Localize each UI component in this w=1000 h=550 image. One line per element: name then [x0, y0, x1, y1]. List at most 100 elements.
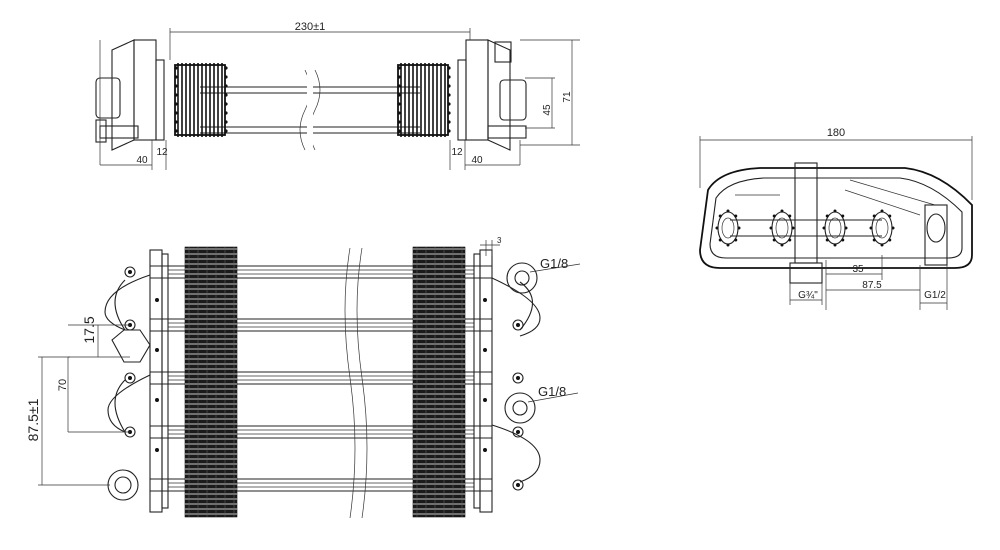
break-mark	[344, 247, 356, 519]
fin-dot	[447, 111, 451, 115]
right-lower-port-inner	[512, 400, 528, 416]
side-tube-dot	[788, 238, 792, 242]
fin-dot	[174, 120, 178, 124]
dim-port-right: G1/2	[924, 290, 946, 301]
side-tube-dot	[841, 214, 845, 218]
dim-overall-length: 230±1	[295, 21, 326, 33]
fin-dot	[447, 93, 451, 97]
dim-height-inner: 45	[542, 104, 553, 116]
left-ring-fitting	[107, 469, 139, 501]
front-left-plate-inner	[161, 253, 169, 509]
side-tube-dot	[791, 226, 795, 230]
fin-dot	[397, 84, 401, 88]
plate-rivet	[155, 298, 159, 302]
fin-dot	[174, 102, 178, 106]
dim-offset-b: 87.5	[862, 280, 882, 291]
label-port-lower: G1/8	[538, 384, 566, 399]
fin-dot	[174, 129, 178, 133]
fin-dot	[397, 93, 401, 97]
side-tube-dot	[780, 209, 784, 213]
side-tube-circle-inner	[875, 217, 889, 239]
fin-dot	[224, 102, 228, 106]
side-tube-dot	[844, 226, 848, 230]
side-tube-dot	[715, 226, 719, 230]
front-left-fin-pack	[184, 246, 238, 518]
dim-pitch-mid: 70	[57, 379, 69, 391]
side-housing-outline	[699, 167, 973, 269]
side-tube-dot	[718, 238, 722, 242]
plate-rivet	[483, 398, 487, 402]
side-tube-dot	[769, 226, 773, 230]
side-tube-group	[715, 209, 895, 247]
left-ring-inner	[114, 476, 132, 494]
fin-dot	[224, 129, 228, 133]
knob-center	[516, 430, 520, 434]
side-tube-dot	[891, 226, 895, 230]
front-right-fin-pack	[412, 246, 466, 518]
side-tube-dot	[780, 243, 784, 247]
side-port-left-fitting	[789, 262, 823, 284]
side-tube-dot	[772, 238, 776, 242]
fin-dot	[224, 66, 228, 70]
left-header-plate	[133, 39, 157, 141]
side-tube-circle-inner	[721, 217, 735, 239]
dim-pitch-small: 17.5	[81, 316, 97, 343]
side-tube-dot	[880, 209, 884, 213]
fin-dot	[174, 66, 178, 70]
knob	[512, 479, 524, 491]
knob-center	[128, 270, 132, 274]
side-housing-inner	[709, 177, 963, 259]
side-port-right	[924, 204, 948, 266]
side-tube-dot	[888, 238, 892, 242]
fin-dot	[174, 93, 178, 97]
fin-dot	[397, 102, 401, 106]
side-view: 180 35 87.5 G¾" G1/2	[699, 127, 973, 310]
right-header-plate	[465, 39, 489, 141]
right-lower-port	[504, 392, 536, 424]
front-fin-detail	[185, 247, 465, 517]
side-tube-dot	[822, 226, 826, 230]
knob	[124, 266, 136, 278]
left-return-bend	[114, 279, 126, 331]
fin-dot	[397, 66, 401, 70]
fin-dot	[224, 93, 228, 97]
knob-center	[516, 323, 520, 327]
dim-port-left: G¾"	[798, 290, 818, 301]
side-tube-dot	[872, 214, 876, 218]
side-tube-circle-inner	[828, 217, 842, 239]
left-fin-pack	[174, 63, 228, 137]
leader-line	[529, 263, 581, 273]
side-tube-dot	[718, 214, 722, 218]
fin-dot	[174, 84, 178, 88]
fin-dot	[224, 111, 228, 115]
side-tube-dot	[841, 238, 845, 242]
left-fin-block	[174, 64, 226, 136]
dim-pitch-large: 87.5±1	[25, 398, 41, 441]
left-collector	[111, 39, 135, 151]
left-return-bend	[104, 274, 151, 331]
left-bracket	[95, 119, 107, 143]
fin-dot	[447, 129, 451, 133]
side-tube-dot	[726, 209, 730, 213]
dim-left-offset: 40	[136, 155, 148, 166]
fin-dot	[397, 75, 401, 79]
side-tube-dot	[825, 238, 829, 242]
right-bracket	[487, 125, 527, 139]
side-tube-dot	[726, 243, 730, 247]
side-rib	[849, 179, 936, 206]
right-return-bend	[491, 424, 541, 483]
fin-dot	[447, 102, 451, 106]
fin-dot	[447, 66, 451, 70]
plate-rivet	[483, 348, 487, 352]
knob-center	[128, 376, 132, 380]
plate-rivet	[483, 298, 487, 302]
side-tube-dot	[833, 209, 837, 213]
side-rib	[844, 189, 921, 216]
fin-dot	[447, 84, 451, 88]
leader-line	[527, 392, 579, 403]
left-hex-nut	[95, 77, 121, 119]
side-tube-dot	[872, 238, 876, 242]
fin-dot	[397, 111, 401, 115]
dim-right-gap: 12	[451, 147, 463, 158]
dim-right-offset: 40	[471, 155, 483, 166]
